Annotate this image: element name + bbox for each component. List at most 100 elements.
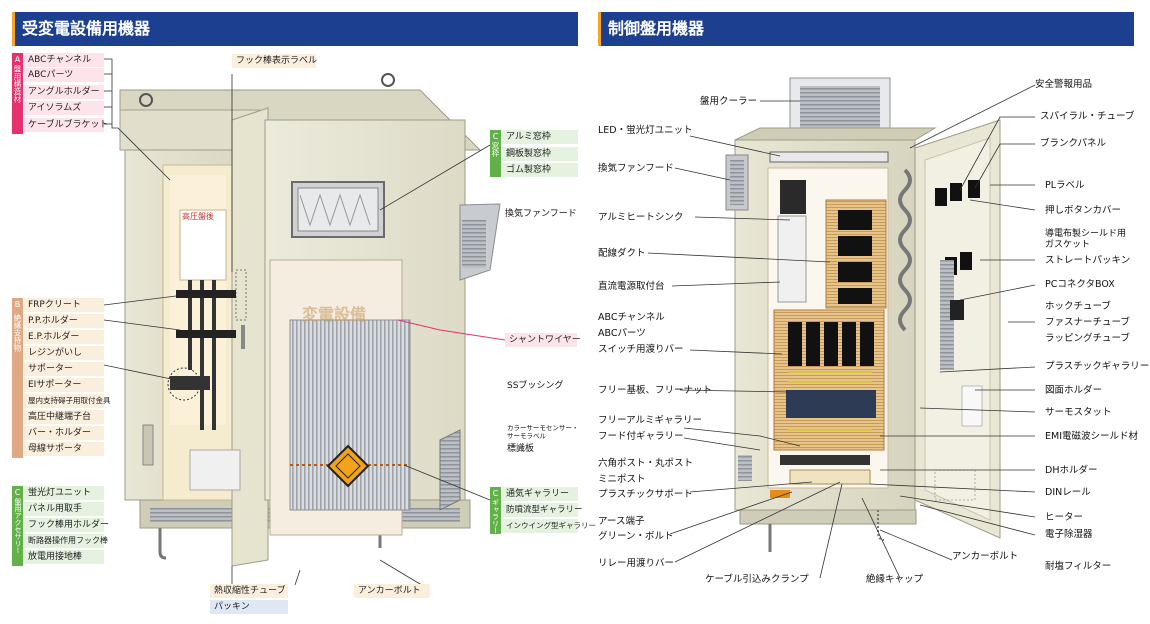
left-leader-lines: [103, 58, 491, 591]
label-isolams: アイソラムズ: [24, 101, 104, 115]
label-abc-parts: ABCパーツ: [24, 68, 104, 82]
label-plastic-support: プラスチックサポート: [598, 489, 693, 500]
label-plastic-louver: プラスチックギャラリー: [1045, 361, 1150, 372]
label-thermostat: サーモスタット: [1045, 407, 1112, 418]
label-abc-channel: ABCチャンネル: [24, 53, 104, 67]
left-section-title: 受変電設備用機器: [22, 19, 151, 38]
label-free-aluminum-louver: フリーアルミギャラリー: [598, 415, 703, 426]
label-pp-holder: P.P.ホルダー: [24, 314, 104, 328]
label-blank-panel: ブランクパネル: [1040, 138, 1107, 149]
label-ss-bushing: SSブッシング: [507, 381, 564, 391]
label-mini-post: ミニポスト: [598, 474, 646, 485]
label-free-board: フリー基板、フリーナット: [598, 385, 713, 396]
label-fastener-tube: ファスナーチューブ: [1045, 317, 1130, 328]
label-wrapping-tube: ラッピングチューブ: [1045, 333, 1130, 344]
substation-cabinet: [119, 73, 506, 567]
label-ground-terminal: アース端子: [598, 516, 645, 527]
label-shunt-wire: シャントワイヤー: [505, 333, 581, 347]
category-b-letter: B: [14, 300, 21, 309]
category-c-marker: C 盤用アクセサリー: [12, 486, 23, 566]
label-dehumidifier: 電子除湿器: [1045, 529, 1093, 540]
label-cable-bracket: ケーブルブラケット: [24, 118, 108, 132]
left-section-header: 受変電設備用機器: [12, 12, 578, 46]
label-anchor-bolt-right: アンカーボルト: [952, 551, 1019, 562]
label-disconnect-hook: 断路器操作用フック棒: [24, 534, 108, 548]
label-resin-insulator: レジンがいし: [24, 346, 104, 360]
label-hv-relay-terminal: 高圧中継端子台: [24, 410, 104, 424]
label-heat-shrink-tube: 熱収縮性チューブ: [210, 584, 288, 598]
label-straight-packing: ストレートパッキン: [1045, 255, 1131, 266]
label-aluminum-window: アルミ窓枠: [502, 130, 578, 144]
label-heater: ヒーター: [1045, 512, 1084, 523]
label-fluorescent-unit: 蛍光灯ユニット: [24, 486, 104, 500]
category-a-letter: A: [14, 55, 21, 64]
label-color-sensor: カラーサーモセンサー・サーモラベル: [507, 424, 579, 440]
category-a-name: 盤用構造材: [13, 65, 22, 103]
label-insulator-bracket: 屋内支持碍子用取付金具: [24, 394, 111, 408]
label-angle-holder: アングルホルダー: [24, 85, 104, 99]
label-emi-shield: EMI電磁波シールド材: [1045, 431, 1139, 442]
label-heat-sink: アルミヒートシンク: [598, 212, 684, 223]
label-steel-window: 鋼板製窓枠: [502, 147, 578, 161]
label-dh-holder: DHホルダー: [1045, 465, 1098, 476]
label-gasket: ガスケット: [1045, 240, 1091, 250]
label-push-button-cover: 押しボタンカバー: [1045, 205, 1122, 216]
category-b-name: 絶縁支持物: [13, 314, 22, 352]
label-supporter: サポーター: [24, 362, 104, 376]
label-hooded-louver: フード付ギャラリー: [598, 431, 684, 442]
label-rubber-window: ゴム製窓枠: [502, 163, 578, 177]
louver-category-marker: C ギャラリー: [490, 487, 501, 534]
label-wiring-duct: 配線ダクト: [598, 248, 646, 259]
label-hook-holder: フック棒用ホルダー: [24, 518, 109, 532]
label-abc-channel-right: ABCチャンネル: [598, 312, 665, 323]
label-green-bolt: グリーン・ボルト: [598, 531, 674, 542]
label-vent-louver: 通気ギャラリー: [502, 487, 578, 501]
label-inwing-louver: インウイング型ギャラリー: [502, 519, 596, 533]
category-c-letter: C: [14, 488, 21, 497]
label-name-plate: 標識板: [507, 444, 535, 454]
window-category-letter: C: [492, 132, 499, 141]
label-safety-alarm: 安全警報用品: [1035, 79, 1093, 90]
label-drawing-holder: 図面ホルダー: [1045, 385, 1103, 396]
label-pc-connector-box: PCコネクタBOX: [1045, 279, 1115, 290]
label-packing: パッキン: [210, 600, 288, 614]
label-ei-supporter: EIサポーター: [24, 378, 104, 392]
label-panel-cooler: 盤用クーラー: [700, 96, 758, 107]
label-cable-clamp: ケーブル引込みクランプ: [705, 574, 809, 585]
label-fan-hood-right: 換気ファンフード: [598, 163, 674, 174]
label-grounding-rod: 放電用接地棒: [24, 550, 104, 564]
label-din-rail: DINレール: [1045, 487, 1091, 498]
label-pl-label: PLラベル: [1045, 180, 1085, 191]
label-switch-bridge-bar: スイッチ用渡りバー: [598, 344, 684, 355]
label-insulation-cap: 絶縁キャップ: [866, 574, 924, 585]
label-bar-holder: バー・ホルダー: [24, 426, 104, 440]
label-spiral-tube: スパイラル・チューブ: [1040, 111, 1135, 122]
category-b-marker: B 絶縁支持物: [12, 298, 23, 458]
label-dc-power-mount: 直流電源取付台: [598, 281, 665, 292]
right-section-header: 制御盤用機器: [598, 12, 1134, 46]
category-c-name: 盤用アクセサリー: [14, 498, 22, 554]
label-relay-bridge-bar: リレー用渡りバー: [598, 558, 675, 569]
panel-sign-text: 高圧盤後: [182, 212, 214, 221]
category-a-marker: A 盤用構造材: [12, 53, 23, 134]
control-panel-cabinet: [725, 77, 1001, 552]
label-ep-holder: E.P.ホルダー: [24, 330, 104, 344]
label-anchor-bolt-left: アンカーボルト: [354, 584, 430, 598]
label-fan-hood-left: 換気ファンフード: [505, 209, 577, 219]
louver-category-letter: C: [492, 489, 499, 498]
label-conductive-shield: 導電布製シールド用: [1045, 229, 1127, 239]
watermark-text: 変電設備: [302, 305, 367, 324]
label-frp-cleat: FRPクリート: [24, 298, 104, 312]
window-category-marker: C 窓枠: [490, 130, 501, 177]
right-section-title: 制御盤用機器: [608, 19, 705, 38]
label-salt-filter: 耐塩フィルター: [1045, 561, 1112, 572]
label-busbar-support: 母線サポータ: [24, 442, 104, 456]
louver-category-name: ギャラリー: [491, 499, 500, 534]
label-abc-parts-right: ABCパーツ: [598, 328, 646, 339]
label-hex-post: 六角ポスト・丸ポスト: [598, 458, 694, 469]
label-panel-handle: パネル用取手: [24, 502, 104, 516]
right-leader-lines: [647, 84, 1036, 579]
label-led-unit: LED・蛍光灯ユニット: [598, 125, 693, 136]
window-category-name: 窓枠: [491, 142, 500, 157]
